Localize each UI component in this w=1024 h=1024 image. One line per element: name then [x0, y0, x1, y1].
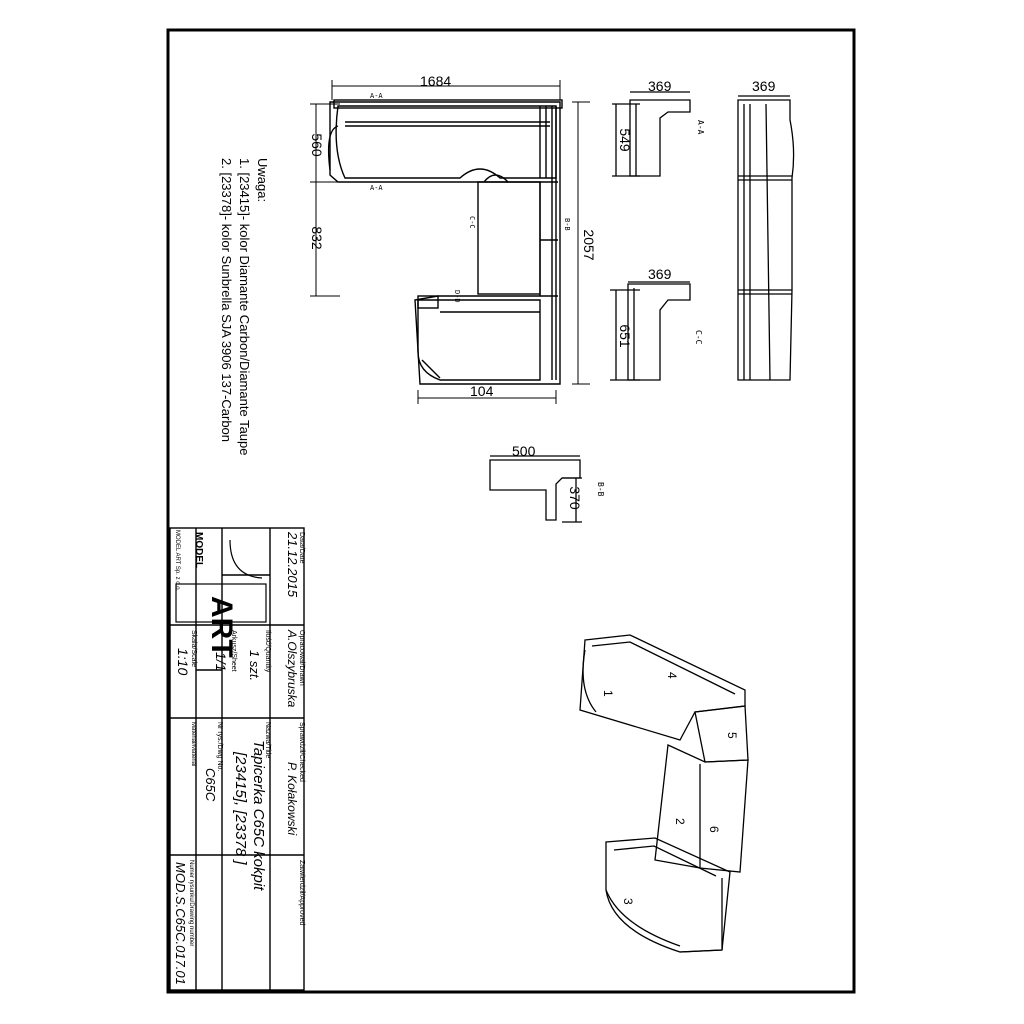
- side-elevation-view: [737, 95, 795, 381]
- dim-sec3-width: 500: [512, 443, 536, 459]
- scale-label: Skala/Scale: [190, 630, 197, 667]
- dim-depth-a: 560: [309, 133, 325, 157]
- doc-label: Nr rys./Dwg No.: [216, 722, 223, 771]
- sheet-border: [166, 28, 856, 994]
- notes-block: Uwaga: 1. [23415]- kolor Diamante Carbon…: [219, 158, 270, 456]
- logo-text: ART: [205, 596, 238, 658]
- company-logo: ART MODEL MODEL ART Sp. z o.o.: [174, 530, 267, 658]
- dim-bottom-width: 104: [470, 383, 494, 399]
- section-b-view: [489, 455, 582, 523]
- date-value: 21.12.2015: [285, 531, 300, 598]
- section-mark-a-bottom: A-A: [370, 184, 383, 192]
- doc-value: C65C: [203, 768, 218, 802]
- checked-value: P. Kołakowski: [285, 762, 299, 835]
- section-mark-b: B-B: [563, 218, 571, 231]
- dim-sec1-height: 549: [617, 128, 633, 152]
- section-mark-a-top: A-A: [370, 92, 383, 100]
- dim-depth-b: 832: [309, 226, 325, 250]
- dim-sec2-height: 651: [617, 324, 633, 348]
- dim-sec1-width: 369: [648, 78, 672, 94]
- material-label: Materiał/Material: [190, 722, 196, 766]
- section-label-a: A-A: [696, 120, 705, 135]
- drawing-number-value: MOD.S.C65C.017.01: [173, 862, 188, 985]
- drawn-label: Opracował/Drawn: [298, 630, 305, 686]
- logo-frame: [175, 583, 267, 623]
- dim-sec2-width: 369: [648, 266, 672, 282]
- plan-view: [327, 99, 563, 385]
- plan-dimensions: [310, 80, 590, 404]
- iso-label-5: 5: [725, 732, 739, 739]
- isometric-view: [579, 634, 749, 953]
- section-mark-d: D-D: [453, 290, 461, 303]
- section-label-c: C-C: [694, 330, 703, 345]
- qty-label: Ilość/Quantity: [264, 630, 271, 673]
- section-mark-c: C-C: [468, 216, 476, 229]
- section-label-b: B-B: [596, 482, 605, 497]
- checked-label: Sprawdził/Checked: [298, 722, 305, 782]
- title-block: [169, 527, 305, 991]
- logo-model-text: MODEL: [193, 532, 204, 568]
- name-label: Nazwa/Title: [264, 722, 271, 758]
- iso-label-6: 6: [707, 826, 721, 833]
- sheet-label: Arkusz/Sheet: [230, 630, 237, 672]
- date-label: Data/Date: [298, 532, 305, 564]
- company-name: MODEL ART Sp. z o.o.: [174, 530, 180, 592]
- notes-line-1: 1. [23415]- kolor Diamante Carbon/Diaman…: [237, 158, 252, 456]
- section-c-view: [610, 281, 691, 381]
- dim-side-width: 369: [752, 78, 776, 94]
- iso-label-4: 4: [665, 672, 679, 679]
- scale-value: 1:10: [175, 648, 191, 675]
- drawn-value: A.Olszybruska: [285, 629, 299, 708]
- approved-label: Zatwierdził/Approved: [298, 860, 305, 925]
- section-a-view: [612, 91, 691, 177]
- notes-line-2: 2. [23378]- kolor Sunbrella SJA 3906 137…: [219, 158, 234, 442]
- drawing-number-label: Numer rysunku/Drawing number: [188, 860, 194, 946]
- iso-label-1: 1: [601, 690, 615, 697]
- logo-arc: [229, 539, 263, 579]
- dim-top-width: 1684: [420, 73, 451, 89]
- iso-label-2: 2: [673, 818, 687, 825]
- dim-total-height: 2057: [581, 229, 597, 260]
- iso-label-3: 3: [621, 898, 635, 905]
- sheet-value: 1/1: [213, 652, 229, 671]
- name-line-2: [23415], [23378 ]: [232, 751, 249, 865]
- isometric-labels: 1 2 3 4 5 6: [601, 672, 739, 905]
- notes-heading: Uwaga:: [255, 158, 270, 202]
- qty-value: 1 szt.: [247, 650, 262, 681]
- name-line-1: Tapicerka C65C kokpit: [250, 740, 267, 891]
- dim-sec3-height: 370: [567, 486, 583, 510]
